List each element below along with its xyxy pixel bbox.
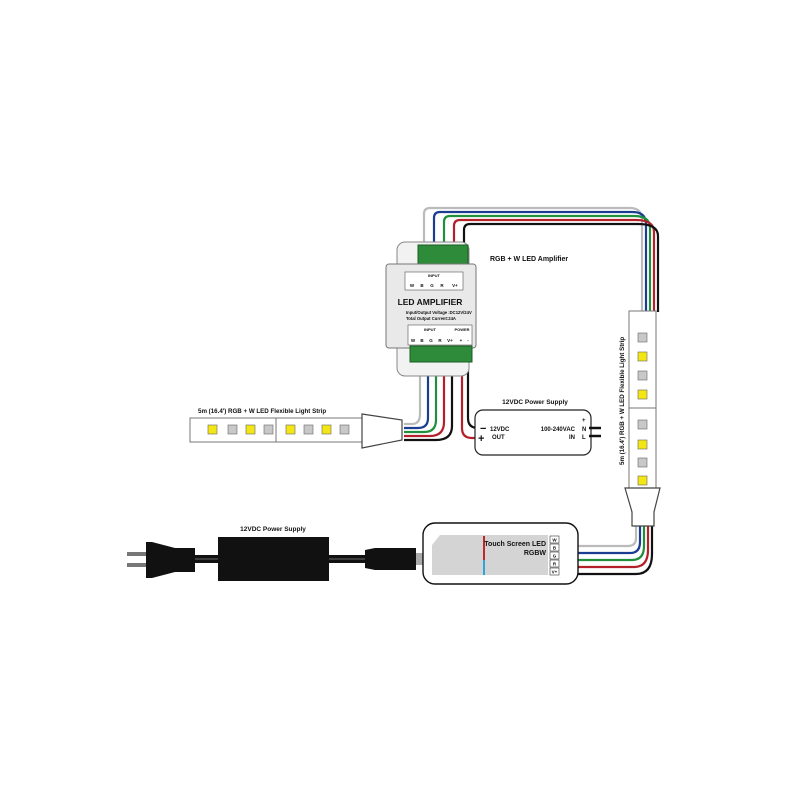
psu-in-voltage: 100-240VAC: [541, 427, 576, 433]
amp-input-connector: [417, 244, 469, 267]
led-chip: [303, 424, 314, 435]
amp-top-terminal-b: B: [420, 283, 424, 288]
amp-top-terminal-r: R: [440, 283, 444, 288]
psu-l: L: [582, 435, 586, 441]
psu-in-label: IN: [569, 435, 575, 441]
big-psu-caption: 12VDC Power Supply: [240, 526, 306, 533]
led-chip: [207, 424, 218, 435]
wires-amp-to-vertical-strip: [422, 206, 660, 312]
led-chip: [637, 439, 648, 450]
controller-terminal-w: W: [552, 538, 557, 543]
amp-bottom-terminal-g: G: [429, 338, 433, 343]
controller-title: Touch Screen LED: [484, 541, 546, 548]
amp-bottom-input-label: INPUT: [424, 327, 437, 332]
small-psu-caption: 12VDC Power Supply: [502, 399, 568, 406]
amp-output-connector: [409, 345, 473, 363]
controller-terminal-g: G: [553, 554, 557, 559]
led-chip: [245, 424, 256, 435]
horizontal-strip-caption: 5m (16.4') RGB + W LED Flexible Light St…: [198, 408, 326, 415]
plug-prong: [127, 552, 147, 556]
amp-power-plus: +: [460, 338, 463, 343]
touch-screen-controller: Touch Screen LED RGBW W B G R V+: [422, 522, 579, 585]
psu-minus: −: [480, 423, 486, 435]
strip-connector: [361, 413, 403, 449]
led-chip: [637, 351, 648, 362]
psu-ground: +: [582, 418, 586, 424]
amp-spec-current: Total Output Current:24A: [406, 316, 456, 321]
amp-spec-voltage: Input/Output Voltage :DC12V/24V: [406, 310, 472, 315]
amp-power-label: POWER: [454, 327, 469, 332]
controller-terminal-v: V+: [552, 570, 558, 575]
amp-power-minus: -: [467, 338, 469, 343]
led-chip: [227, 424, 238, 435]
amp-bottom-terminal-w: W: [411, 338, 416, 343]
led-chip: [263, 424, 274, 435]
psu-out-voltage: 12VDC: [490, 427, 510, 433]
amp-top-terminal-g: G: [430, 283, 434, 288]
amp-top-terminal-w: W: [410, 283, 415, 288]
plug-prong: [127, 563, 147, 567]
small-power-supply: 12VDC Power Supply − + 12VDC OUT 100-240…: [474, 399, 601, 456]
amp-bottom-terminal-b: B: [420, 338, 424, 343]
psu-n: N: [582, 427, 586, 433]
wall-plug-icon: [146, 542, 195, 578]
led-amplifier: INPUT W B G R V+ LED AMPLIFIER Input/Out…: [385, 241, 477, 377]
power-brick: [218, 537, 329, 581]
led-chip: [321, 424, 332, 435]
amp-title: LED AMPLIFIER: [398, 297, 463, 307]
amp-bottom-terminal-r: R: [438, 338, 442, 343]
led-chip: [637, 475, 648, 486]
wires-horizontal-strip-to-amp: [404, 360, 479, 442]
led-chip: [637, 457, 648, 468]
amp-top-terminal-v: V+: [452, 283, 458, 288]
amp-bottom-terminal-v: V+: [447, 338, 453, 343]
horizontal-led-strip: [189, 413, 403, 449]
amp-top-input-label: INPUT: [428, 273, 441, 278]
led-chip: [637, 389, 648, 400]
big-power-supply: 12VDC Power Supply: [127, 526, 426, 581]
led-chip: [285, 424, 296, 435]
vertical-strip-caption: 5m (16.4') RGB + W LED Flexible Light St…: [619, 337, 626, 465]
vertical-led-strip: [624, 310, 661, 527]
controller-terminal-b: B: [553, 546, 557, 551]
led-chip: [637, 419, 648, 430]
strip-connector: [624, 487, 661, 527]
led-chip: [339, 424, 350, 435]
psu-out-label: OUT: [492, 435, 505, 441]
wires-vertical-strip-to-controller: [574, 525, 654, 576]
led-chip: [637, 332, 648, 343]
controller-terminal-r: R: [553, 562, 557, 567]
led-chip: [637, 370, 648, 381]
amp-caption: RGB + W LED Amplifier: [490, 256, 568, 263]
controller-subtitle: RGBW: [524, 550, 547, 557]
barrel-plug-icon: [365, 548, 416, 570]
psu-plus: +: [478, 433, 484, 445]
